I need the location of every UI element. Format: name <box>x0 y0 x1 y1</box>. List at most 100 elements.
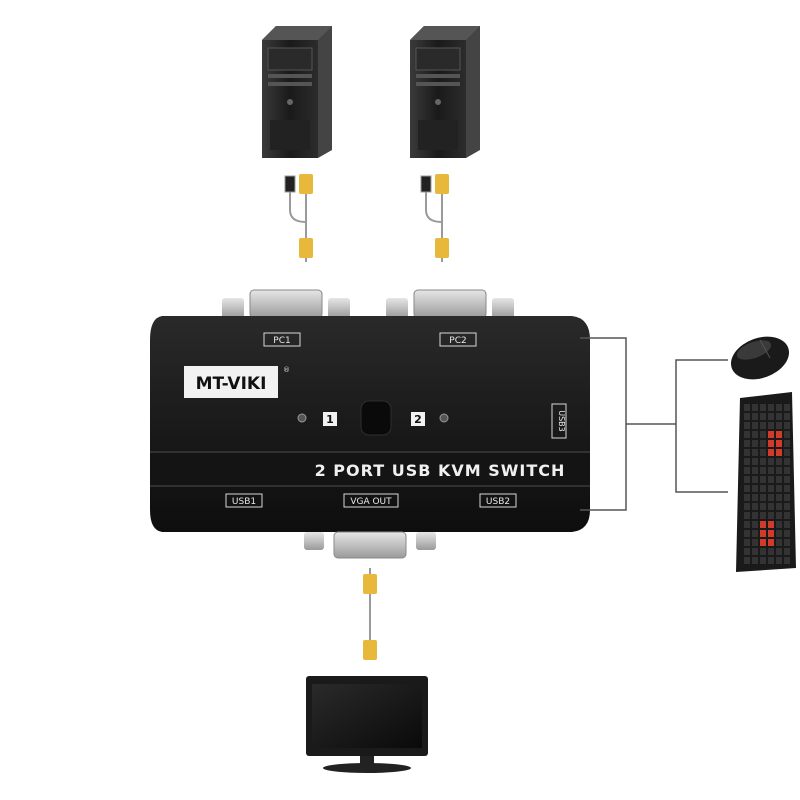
keyboard-key <box>784 413 790 420</box>
keyboard-key <box>784 503 790 510</box>
keyboard-key <box>744 521 750 528</box>
keyboard-key <box>744 530 750 537</box>
keyboard-key <box>744 557 750 564</box>
keyboard-key <box>784 557 790 564</box>
keyboard-key <box>760 521 766 528</box>
keyboard-key <box>752 476 758 483</box>
keyboard-key <box>776 440 782 447</box>
keyboard-key <box>768 548 774 555</box>
channel-1-label: 1 <box>323 412 337 426</box>
keyboard-key <box>776 548 782 555</box>
keyboard-key <box>760 539 766 546</box>
keyboard-key <box>760 458 766 465</box>
vga-port-pc1-connector <box>222 290 350 318</box>
keyboard-key <box>760 476 766 483</box>
keyboard-key <box>768 512 774 519</box>
keyboard-key <box>752 548 758 555</box>
keyboard-key <box>768 404 774 411</box>
keyboard-key <box>744 440 750 447</box>
keyboard-key <box>776 485 782 492</box>
keyboard-key <box>752 521 758 528</box>
keyboard-key <box>776 404 782 411</box>
keyboard-key <box>776 458 782 465</box>
monitor-icon <box>306 676 428 773</box>
vga-out-connector <box>304 532 436 558</box>
vga-plug-icon <box>299 238 313 258</box>
keyboard-key <box>752 449 758 456</box>
keyboard-key <box>768 530 774 537</box>
keyboard-key <box>768 521 774 528</box>
keyboard-key <box>784 494 790 501</box>
keyboard-key <box>744 467 750 474</box>
keyboard-key <box>784 467 790 474</box>
keyboard-key <box>752 422 758 429</box>
keyboard-key <box>776 494 782 501</box>
keyboard-key <box>760 467 766 474</box>
keyboard-key <box>744 404 750 411</box>
keyboard-key <box>768 449 774 456</box>
keyboard-key <box>776 512 782 519</box>
keyboard-key <box>768 431 774 438</box>
keyboard-key <box>752 458 758 465</box>
usb-peripheral-cables <box>580 338 728 510</box>
keyboard-key <box>744 503 750 510</box>
keyboard-key <box>776 521 782 528</box>
svg-text:USB1: USB1 <box>232 497 256 507</box>
svg-text:1: 1 <box>326 413 334 426</box>
svg-text:VGA OUT: VGA OUT <box>350 497 392 507</box>
keyboard-key <box>752 404 758 411</box>
keyboard-key <box>744 449 750 456</box>
keyboard-key <box>784 539 790 546</box>
keyboard-icon <box>736 392 796 572</box>
keyboard-key <box>784 548 790 555</box>
keyboard-key <box>752 413 758 420</box>
keyboard-key <box>744 494 750 501</box>
svg-text:®: ® <box>283 366 290 374</box>
keyboard-key <box>744 431 750 438</box>
vga-out-cable <box>363 568 377 660</box>
keyboard-key <box>768 485 774 492</box>
keyboard-key <box>752 485 758 492</box>
keyboard-key <box>752 530 758 537</box>
keyboard-key <box>760 557 766 564</box>
keyboard-key <box>776 557 782 564</box>
keyboard-key <box>776 476 782 483</box>
keyboard-key <box>752 440 758 447</box>
channel-1-led <box>298 414 306 422</box>
keyboard-key <box>760 413 766 420</box>
keyboard-key <box>784 422 790 429</box>
keyboard-key <box>744 539 750 546</box>
keyboard-key <box>768 476 774 483</box>
svg-text:USB3: USB3 <box>557 410 566 432</box>
channel-2-label: 2 <box>411 412 425 426</box>
svg-text:PC2: PC2 <box>449 336 466 346</box>
svg-text:MT-VIKI: MT-VIKI <box>196 374 267 394</box>
keyboard-key <box>760 431 766 438</box>
keyboard-key <box>784 404 790 411</box>
keyboard-key <box>752 503 758 510</box>
keyboard-key <box>752 512 758 519</box>
keyboard-key <box>744 485 750 492</box>
keyboard-key <box>760 503 766 510</box>
vga-plug-icon <box>363 640 377 660</box>
brand-logo: MT-VIKI ® <box>184 366 290 398</box>
keyboard-key <box>760 494 766 501</box>
vga-plug-icon <box>435 174 449 194</box>
keyboard-key <box>784 530 790 537</box>
svg-text:2: 2 <box>414 413 422 426</box>
select-button-icon[interactable] <box>361 401 391 435</box>
keyboard-key <box>760 485 766 492</box>
keyboard-key <box>768 494 774 501</box>
keyboard-key <box>784 521 790 528</box>
svg-text:PC1: PC1 <box>273 336 290 346</box>
keyboard-key <box>784 485 790 492</box>
keyboard-key <box>760 404 766 411</box>
keyboard-key <box>768 503 774 510</box>
keyboard-key <box>784 440 790 447</box>
keyboard-key <box>744 548 750 555</box>
svg-text:USB2: USB2 <box>486 497 510 507</box>
channel-2-led <box>440 414 448 422</box>
keyboard-key <box>776 449 782 456</box>
keyboard-key <box>752 467 758 474</box>
